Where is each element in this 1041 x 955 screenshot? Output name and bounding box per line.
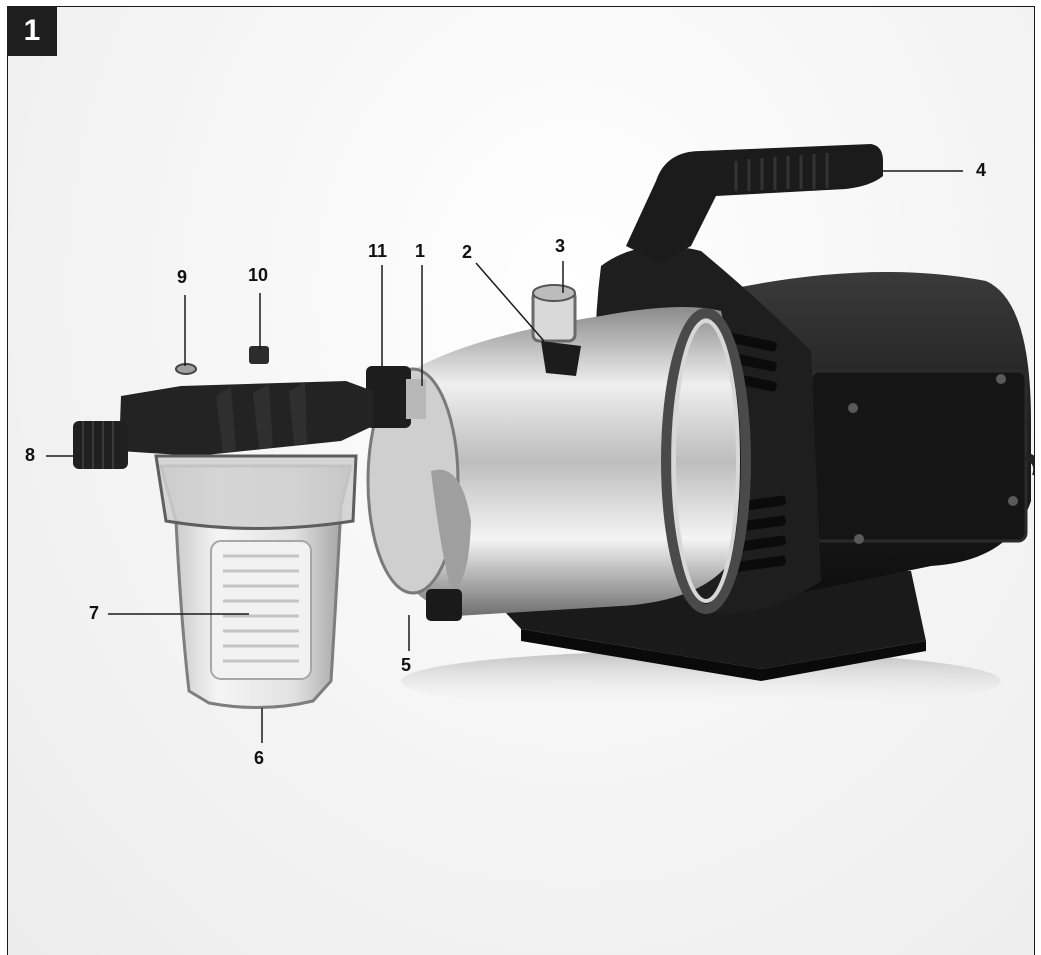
filter-element	[210, 540, 312, 680]
figure-number-badge: 1	[7, 6, 57, 56]
leader-lines	[46, 170, 963, 743]
callout-label-10: 10	[248, 265, 269, 285]
callout-label-7: 7	[89, 603, 100, 623]
callout-label-5: 5	[401, 655, 412, 675]
pump-illustration	[46, 144, 1034, 743]
floor-shadow	[401, 651, 1001, 711]
callout-label-9: 9	[177, 267, 188, 287]
filter-head-ridges	[216, 382, 307, 453]
screw-icon	[854, 534, 864, 544]
callout-label-6: 6	[254, 748, 265, 768]
vent-screw	[175, 363, 197, 375]
mounting-bracket	[431, 469, 471, 591]
filter-cup-cap	[154, 454, 358, 530]
callout-label-4: 4	[976, 160, 987, 180]
inlet-union	[366, 366, 411, 428]
callout-label-11: 11	[368, 241, 388, 261]
screw-icon	[848, 403, 858, 413]
front-flange	[661, 308, 751, 614]
screw-icon	[996, 374, 1006, 384]
drain-plug	[426, 589, 462, 621]
leader-line-2	[475, 262, 545, 342]
callout-label-1: 1	[415, 241, 426, 261]
photo-frame	[7, 6, 1035, 955]
filter-element-slots	[223, 554, 299, 663]
carry-handle	[626, 144, 883, 263]
terminal-box	[809, 369, 1028, 543]
fill-plug	[541, 341, 581, 376]
callout-label-2: 2	[462, 242, 473, 262]
callout-label-3: 3	[555, 236, 566, 256]
power-cable	[1024, 452, 1034, 476]
filter-head-top-boss	[249, 346, 269, 364]
handle-grip-ribs	[734, 153, 829, 191]
screw-icon	[1008, 496, 1018, 506]
callout-label-8: 8	[25, 445, 36, 465]
filter-head	[119, 381, 373, 456]
inlet-thread	[73, 421, 128, 469]
